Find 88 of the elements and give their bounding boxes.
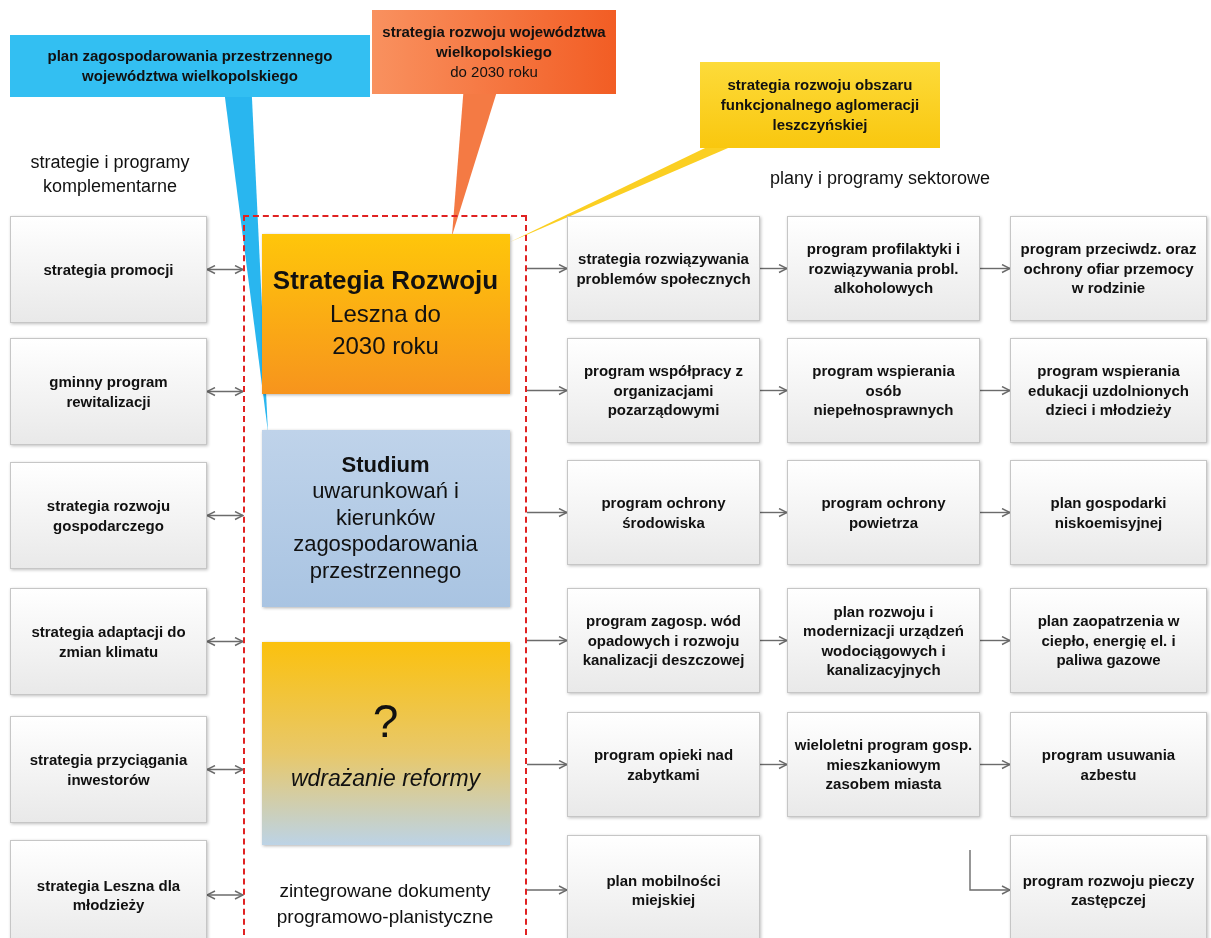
document-box bbox=[1010, 835, 1207, 938]
box-text: plan zaopatrzenia w ciepło, energię el. i paliwa gazowe bbox=[1036, 611, 1181, 670]
column-heading: strategie i programy komplementarne bbox=[29, 151, 191, 199]
box-text: strategia przyciągania inwestorów bbox=[28, 750, 189, 789]
document-box bbox=[10, 462, 207, 569]
document-box bbox=[567, 588, 760, 693]
box-text: strategia Leszna dla młodzieży bbox=[35, 875, 182, 915]
arrow bbox=[526, 263, 568, 274]
box-text: program rozwoju pieczy zastępczej bbox=[1021, 870, 1196, 910]
callout-box bbox=[372, 10, 616, 94]
document-box bbox=[787, 588, 980, 693]
document-box bbox=[567, 338, 760, 443]
arrow bbox=[759, 263, 788, 274]
document-box bbox=[10, 588, 207, 695]
frame-title: zintegrowane dokumenty programowo-planistyczne bbox=[275, 878, 495, 930]
box-text: Studium bbox=[341, 452, 430, 479]
document-box bbox=[1010, 338, 1207, 443]
arrow bbox=[206, 386, 244, 397]
arrow bbox=[206, 890, 244, 900]
document-box bbox=[787, 216, 980, 321]
arrow bbox=[526, 507, 568, 518]
arrow bbox=[979, 759, 1011, 770]
box-text: program wspierania osób niepełnosprawnych bbox=[811, 361, 956, 420]
callout-pointer bbox=[451, 94, 497, 236]
document-box bbox=[261, 641, 510, 845]
box-text: program opieki nad zabytkami bbox=[592, 745, 735, 784]
arrow bbox=[979, 507, 1011, 518]
box-text: plan rozwoju i modernizacji urządzeń wodociągowych i kanalizacyjnych bbox=[802, 601, 965, 680]
box-text: program profilaktyki i rozwiązywania probl. alkoholowych bbox=[805, 239, 962, 298]
document-box bbox=[261, 429, 510, 607]
document-box bbox=[10, 216, 207, 323]
document-box bbox=[1010, 460, 1207, 565]
document-box bbox=[567, 835, 760, 938]
document-box bbox=[567, 216, 760, 321]
document-box bbox=[10, 840, 207, 938]
box-text: program wspierania edukacji uzdolnionych dzieci i młodzieży bbox=[1027, 361, 1190, 420]
document-box bbox=[787, 338, 980, 443]
box-text: plan gospodarki niskoemisyjnej bbox=[1049, 493, 1168, 532]
box-text: Strategia Rozwoju bbox=[272, 264, 499, 298]
box-text: program przeciwdz. oraz ochrony ofiar przemocy w rodzinie bbox=[1019, 239, 1198, 298]
arrow bbox=[526, 759, 568, 770]
column-heading: plany i programy sektorowe bbox=[768, 167, 992, 190]
document-box bbox=[10, 338, 207, 445]
box-text: program usuwania azbestu bbox=[1040, 745, 1177, 784]
arrow bbox=[526, 385, 568, 396]
box-text: program ochrony powietrza bbox=[820, 493, 947, 532]
document-box bbox=[261, 233, 510, 394]
box-text: uwarunkowań i kierunków zagospodarowania przestrzennego bbox=[292, 478, 479, 584]
arrow bbox=[206, 510, 244, 521]
box-text: program współpracy z organizacjami pozarządowymi bbox=[582, 361, 745, 420]
arrow bbox=[979, 263, 1011, 274]
callout-text: plan zagospodarowania przestrzennego województwa wielkopolskiego bbox=[46, 45, 334, 86]
box-text: program zagosp. wód opadowych i rozwoju kanalizacji deszczowej bbox=[581, 611, 746, 670]
callout-text: strategia rozwoju obszaru funkcjonalnego aglomeracji leszczyńskiej bbox=[719, 74, 921, 136]
document-box bbox=[567, 712, 760, 817]
callout-box bbox=[700, 62, 940, 148]
box-text: gminny program rewitalizacji bbox=[48, 372, 169, 411]
box-text: strategia rozwiązywania problemów społecznych bbox=[575, 249, 752, 288]
box-text: program ochrony środowiska bbox=[600, 493, 727, 532]
box-text: ? bbox=[372, 694, 399, 749]
arrow bbox=[759, 759, 788, 770]
document-box bbox=[10, 716, 207, 823]
document-box bbox=[567, 460, 760, 565]
box-text: wdrażanie reformy bbox=[290, 763, 481, 793]
box-text: strategia adaptacji do zmian klimatu bbox=[30, 622, 187, 661]
document-box bbox=[1010, 712, 1207, 817]
document-box bbox=[787, 712, 980, 817]
arrow bbox=[979, 635, 1011, 646]
arrow bbox=[206, 264, 244, 275]
arrow bbox=[526, 635, 568, 646]
elbow-arrow bbox=[969, 849, 1011, 895]
box-text: strategia rozwoju gospodarczego bbox=[45, 496, 172, 535]
dashed-frame bbox=[243, 215, 527, 938]
arrow bbox=[206, 636, 244, 647]
arrow bbox=[759, 385, 788, 396]
arrow bbox=[206, 764, 244, 775]
callout-text: do 2030 roku bbox=[450, 62, 538, 83]
callout-box bbox=[10, 35, 370, 97]
box-text: plan mobilności miejskiej bbox=[605, 870, 722, 910]
document-box bbox=[1010, 216, 1207, 321]
document-box bbox=[1010, 588, 1207, 693]
box-text: wieloletni program gosp. mieszkaniowym zasobem miasta bbox=[794, 735, 973, 794]
arrow bbox=[759, 635, 788, 646]
box-text: Leszna do 2030 roku bbox=[329, 299, 442, 362]
arrow bbox=[759, 507, 788, 518]
arrow bbox=[979, 385, 1011, 396]
box-text: strategia promocji bbox=[43, 259, 174, 280]
document-box bbox=[787, 460, 980, 565]
